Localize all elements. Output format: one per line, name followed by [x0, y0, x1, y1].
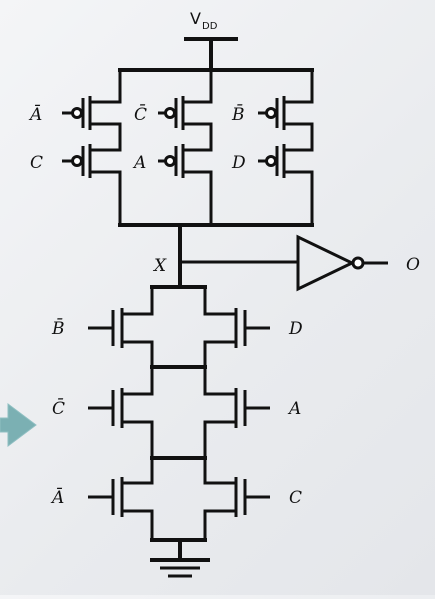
- nmos-network: B̄ C̄ Ā D A C: [50, 285, 303, 562]
- output-o-label: O: [406, 255, 420, 275]
- pmos-network: Ā C̄ B̄ C A D: [28, 68, 314, 227]
- pmos-input-r2-c3: D: [231, 153, 246, 173]
- node-x-label: X: [152, 256, 167, 276]
- vdd-label: V: [190, 9, 201, 28]
- nmos-left-column: [88, 287, 154, 540]
- nmos-input-right-3: C: [289, 488, 302, 508]
- inverter-icon: [296, 234, 388, 292]
- right-arrow-icon: [0, 403, 37, 447]
- nmos-right-column: [203, 287, 270, 540]
- output-stage: X O: [152, 223, 420, 292]
- vdd-subscript: DD: [202, 21, 218, 32]
- pmos-input-r2-c1: C: [30, 153, 43, 173]
- vdd-supply: V DD: [184, 9, 238, 72]
- nmos-input-right-1: D: [288, 319, 303, 339]
- pmos-input-r2-c2: A: [132, 153, 146, 173]
- nmos-input-left-2: C̄: [52, 397, 65, 419]
- nmos-input-left-3: Ā: [50, 487, 64, 508]
- nmos-input-left-1: B̄: [51, 317, 65, 339]
- ground-icon: [150, 558, 210, 578]
- pmos-column-2: [158, 70, 213, 225]
- pmos-input-r1-c2: C̄: [134, 103, 147, 125]
- pmos-column-1: [62, 70, 122, 225]
- pmos-input-r1-c1: Ā: [28, 104, 42, 125]
- pmos-input-r1-c3: B̄: [231, 103, 245, 125]
- nmos-input-right-2: A: [287, 399, 301, 419]
- pmos-column-3: [258, 70, 314, 225]
